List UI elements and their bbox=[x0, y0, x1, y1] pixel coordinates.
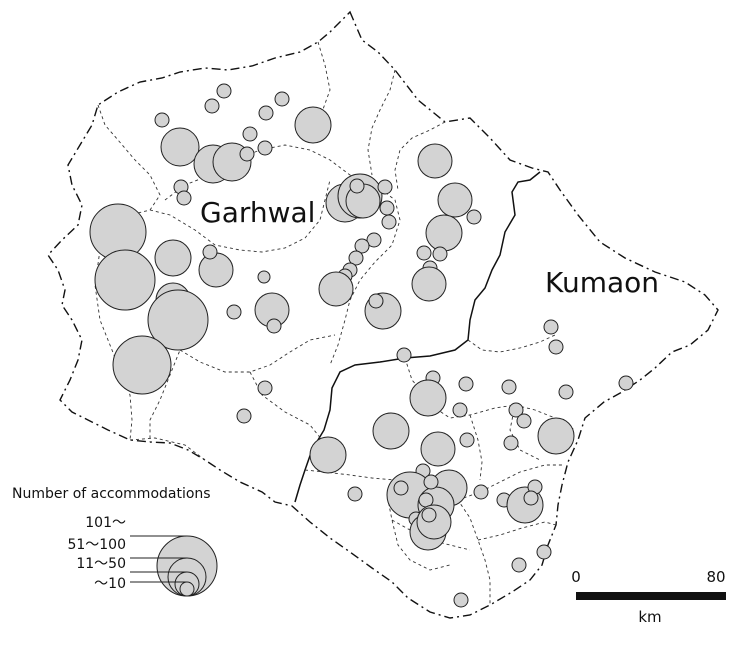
scale-start-label: 0 bbox=[571, 568, 581, 586]
accommodation-circle bbox=[154, 239, 192, 277]
accommodation-circle bbox=[503, 435, 519, 451]
division-boundary bbox=[294, 171, 541, 503]
accommodation-circle bbox=[508, 402, 524, 418]
accommodation-circle bbox=[411, 266, 447, 302]
accommodation-circle bbox=[416, 245, 432, 261]
legend-label: 11～50 bbox=[76, 556, 126, 572]
accommodation-circle bbox=[354, 238, 370, 254]
accommodation-circle bbox=[216, 83, 232, 99]
accommodation-circle bbox=[473, 484, 489, 500]
accommodation-circle bbox=[548, 339, 564, 355]
accommodation-circle bbox=[423, 474, 439, 490]
accommodation-circle bbox=[421, 507, 437, 523]
scale-unit-label: km bbox=[638, 608, 661, 626]
region-label-kumaon: Kumaon bbox=[545, 266, 659, 299]
accommodation-circle bbox=[452, 402, 468, 418]
accommodation-circle bbox=[543, 319, 559, 335]
accommodation-circle bbox=[558, 384, 574, 400]
accommodation-circle bbox=[266, 318, 282, 334]
accommodation-circle bbox=[202, 244, 218, 260]
scale-end-label: 80 bbox=[706, 568, 725, 586]
accommodation-circle bbox=[381, 214, 397, 230]
accommodation-circle bbox=[536, 544, 552, 560]
accommodation-circle bbox=[379, 200, 395, 216]
accommodation-circle bbox=[618, 375, 634, 391]
accommodation-circle bbox=[393, 480, 409, 496]
accommodation-circle bbox=[154, 112, 170, 128]
legend-label: 101～ bbox=[85, 515, 126, 531]
accommodation-circle bbox=[432, 246, 448, 262]
accommodation-circle bbox=[236, 408, 252, 424]
accommodation-circle bbox=[257, 380, 273, 396]
accommodation-circle bbox=[425, 214, 463, 252]
accommodation-circle bbox=[318, 271, 354, 307]
accommodation-circle bbox=[94, 249, 156, 311]
accommodation-circle bbox=[242, 126, 258, 142]
accommodation-circle bbox=[294, 106, 332, 144]
accommodation-circle bbox=[458, 376, 474, 392]
accommodation-circle bbox=[160, 127, 200, 167]
scale-bar: 0 80 km bbox=[571, 568, 726, 626]
accommodation-circle bbox=[239, 146, 255, 162]
accommodation-circle bbox=[511, 557, 527, 573]
legend-label: 51～100 bbox=[67, 537, 126, 553]
accommodation-circle bbox=[198, 252, 234, 288]
legend-circle-tiny bbox=[179, 581, 195, 597]
accommodation-circle bbox=[147, 289, 209, 351]
accommodation-circle bbox=[466, 209, 482, 225]
accommodation-circle bbox=[372, 412, 410, 450]
accommodation-circle bbox=[453, 592, 469, 608]
accommodation-circle bbox=[347, 486, 363, 502]
accommodation-circle bbox=[226, 304, 242, 320]
accommodation-circle bbox=[309, 436, 347, 474]
accommodation-circle bbox=[258, 105, 274, 121]
accommodation-circle bbox=[366, 232, 382, 248]
accommodation-circle bbox=[257, 140, 273, 156]
legend: Number of accommodations 101～ 51～100 11～… bbox=[12, 486, 218, 597]
accommodation-circle bbox=[516, 413, 532, 429]
accommodation-circle bbox=[112, 335, 172, 395]
accommodation-circle bbox=[501, 379, 517, 395]
accommodation-circle bbox=[274, 91, 290, 107]
accommodation-circle bbox=[176, 190, 192, 206]
legend-title: Number of accommodations bbox=[12, 486, 211, 502]
accommodation-circle bbox=[204, 98, 220, 114]
accommodation-circle bbox=[537, 417, 575, 455]
accommodation-circle bbox=[349, 178, 365, 194]
accommodation-circle bbox=[396, 347, 412, 363]
accommodation-circle bbox=[420, 431, 456, 467]
accommodation-circle bbox=[348, 250, 364, 266]
accommodation-circle bbox=[437, 182, 473, 218]
accommodation-circle bbox=[409, 379, 447, 417]
accommodation-circle bbox=[459, 432, 475, 448]
accommodation-circle bbox=[257, 270, 271, 284]
accommodation-circles bbox=[89, 83, 634, 608]
scale-bar-line bbox=[576, 592, 726, 600]
state-boundary bbox=[47, 10, 719, 619]
accommodation-circle bbox=[523, 490, 539, 506]
legend-label: ～10 bbox=[94, 576, 126, 592]
region-label-garhwal: Garhwal bbox=[200, 196, 315, 229]
accommodation-circle bbox=[377, 179, 393, 195]
accommodation-circle bbox=[368, 293, 384, 309]
accommodation-circle bbox=[417, 143, 453, 179]
